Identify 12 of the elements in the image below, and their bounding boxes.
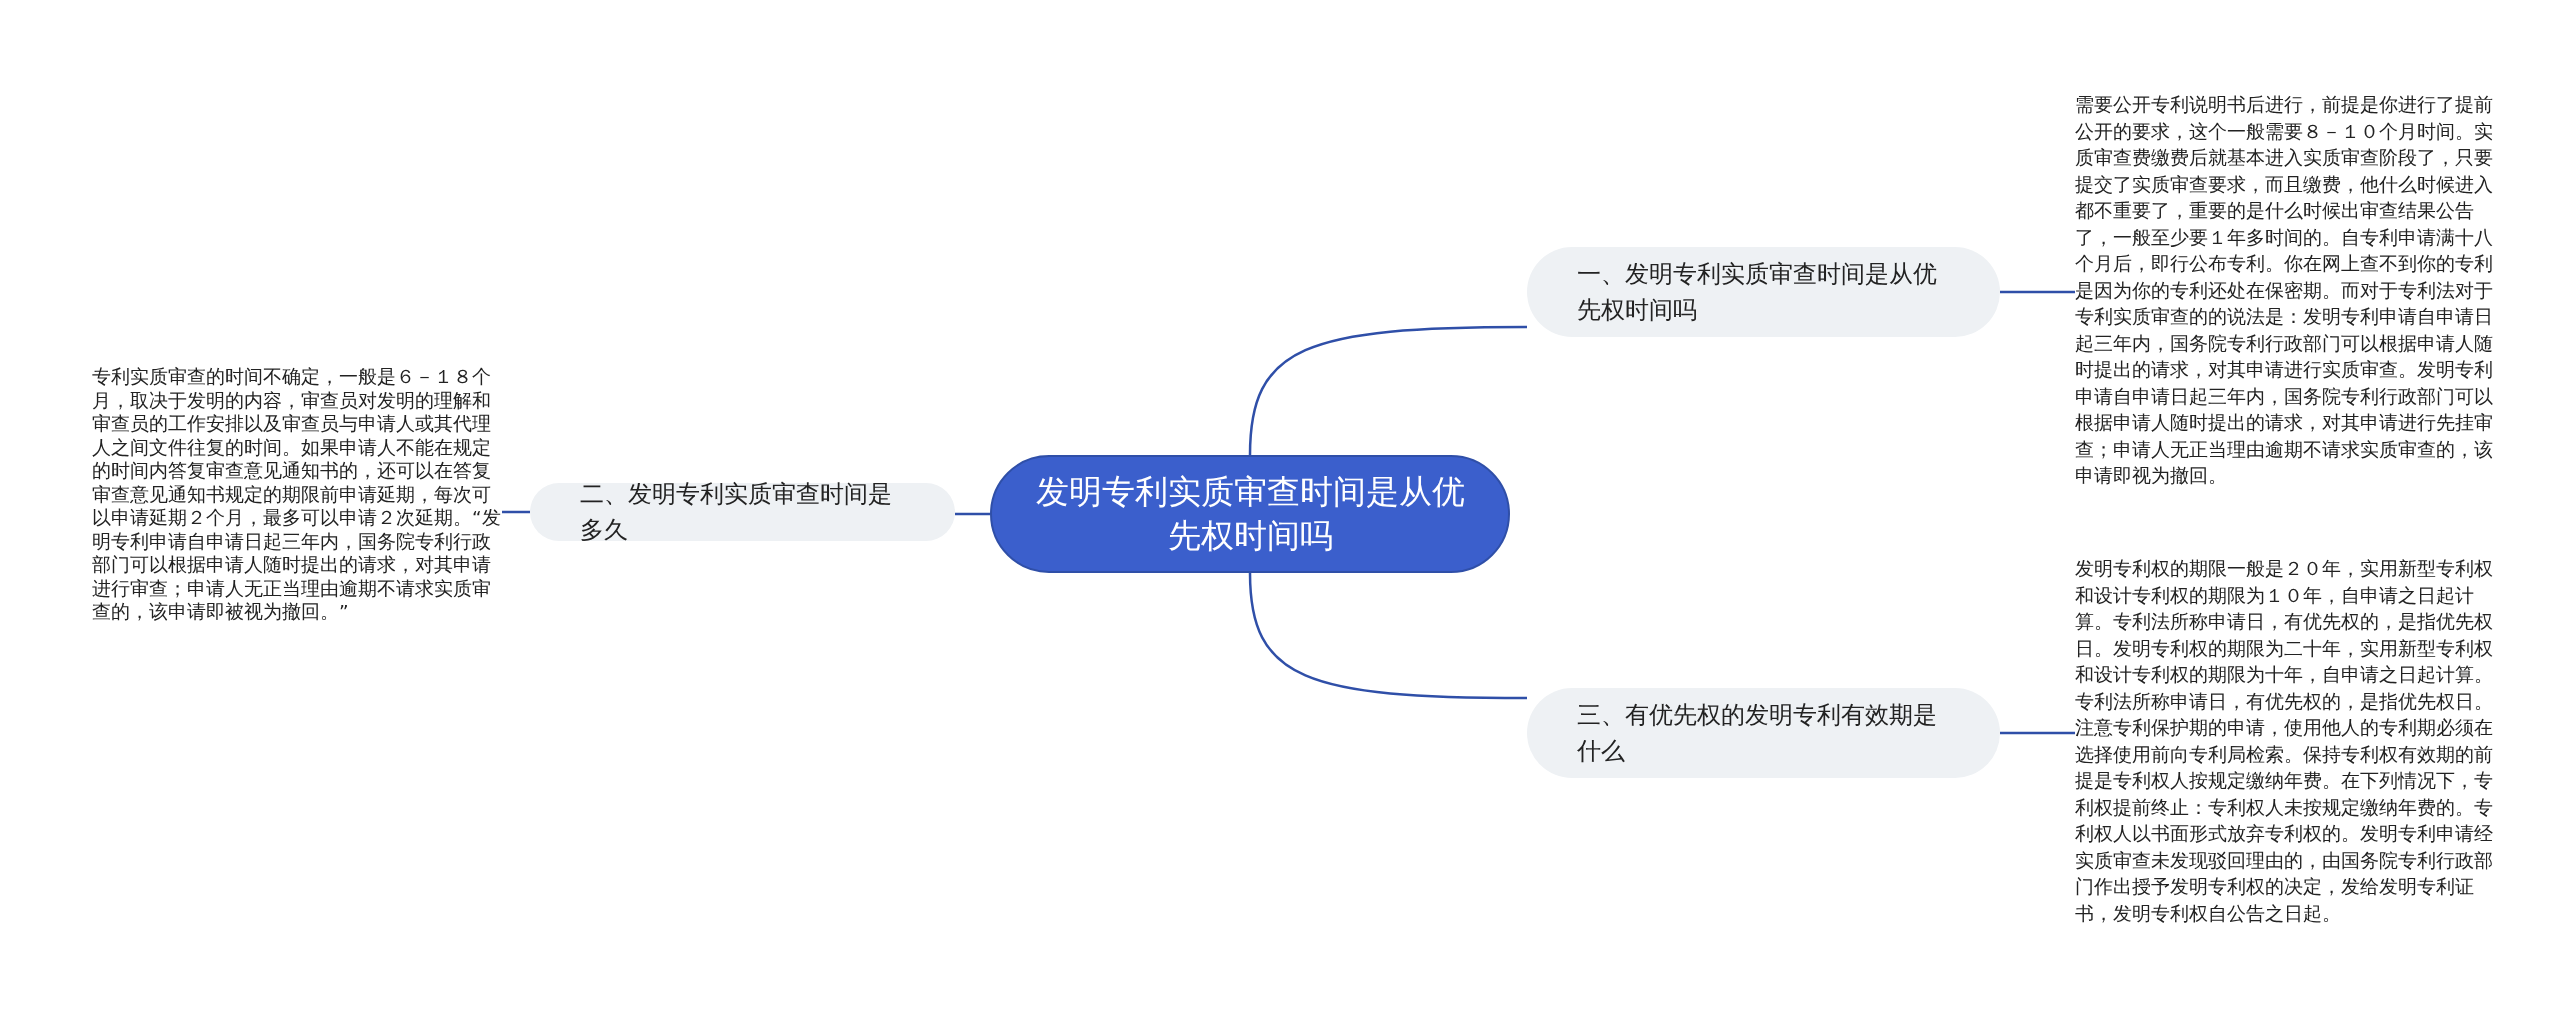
note-text: 发明专利权的期限一般是２０年，实用新型专利权和设计专利权的期限为１０年，自申请之日起计算。专利法所称申请日，有优先权的，是指优先权日。发明专利权的期限为二十年，实用新型专利权和设计专利权的期限为十年，自申请之日起计算。专利法所称申请日，有优先权的，是指优先权日。注意专利保护期的申请，使用他人的专利期必须在选择使用前向专利局检索。保持专利权有效期的前提是专利权人按规定缴纳年费。在下列情况下，专利权提前终止：专利权人未按规定缴纳年费的。专利权人以书面形式放弃专利权的。发明专利申请经实质审查未发现驳回理由的，由国务院专利行政部门作出授予发明专利权的决定，发给发明专利证书，发明专利权自公告之日起。 [2075,556,2493,930]
subtopic-box: 一、发明专利实质审查时间是从优先权时间吗 [1527,247,2000,337]
note-text: 需要公开专利说明书后进行，前提是你进行了提前公开的要求，这个一般需要８－１０个月时间。实质审查费缴费后就基本进入实质审查阶段了，只要提交了实质审查要求，而且缴费，他什么时候进入都不重要了，重要的是什么时候出审查结果公告了，一般至少要１年多时间的。自专利申请满十八个月后，即行公布专利。你在网上查不到你的专利是因为你的专利还处在保密期。而对于专利法对于专利实质审查的的说法是：发明专利申请自申请日起三年内，国务院专利行政部门可以根据申请人随时提出的请求，对其申请进行实质审查。发明专利申请自申请日起三年内，国务院专利行政部门可以根据申请人随时提出的请求，对其申请进行先挂审查；申请人无正当理由逾期不请求实质审查的，该申请即视为撤回。 [2075,92,2493,496]
subtopic-box: 三、有优先权的发明专利有效期是什么 [1527,688,2000,778]
connector-line [502,510,530,514]
subtopic-box: 二、发明专利实质审查时间是多久 [530,483,955,541]
connector-line [1248,325,1527,456]
note-text: 专利实质审查的时间不确定，一般是６－１８个月，取决于发明的内容，审查员对发明的理解和审查员的工作安排以及审查员与申请人或其代理人之间文件往复的时间。如果申请人不能在规定的时间内答复审查意见通知书的，还可以在答复审查意见通知书规定的期限前申请延期，每次可以申请延期２个月，最多可以申请２次延期。“发明专利申请自申请日起三年内，国务院专利行政部门可以根据申请人随时提出的请求，对其申请进行审查；申请人无正当理由逾期不请求实质审查的，该申请即被视为撤回。” [92,365,502,670]
connector-line [2000,731,2075,735]
topic-box: 发明专利实质审查时间是从优先权时间吗 [990,455,1510,573]
connector-line [955,512,990,516]
connector-line [2000,290,2075,294]
